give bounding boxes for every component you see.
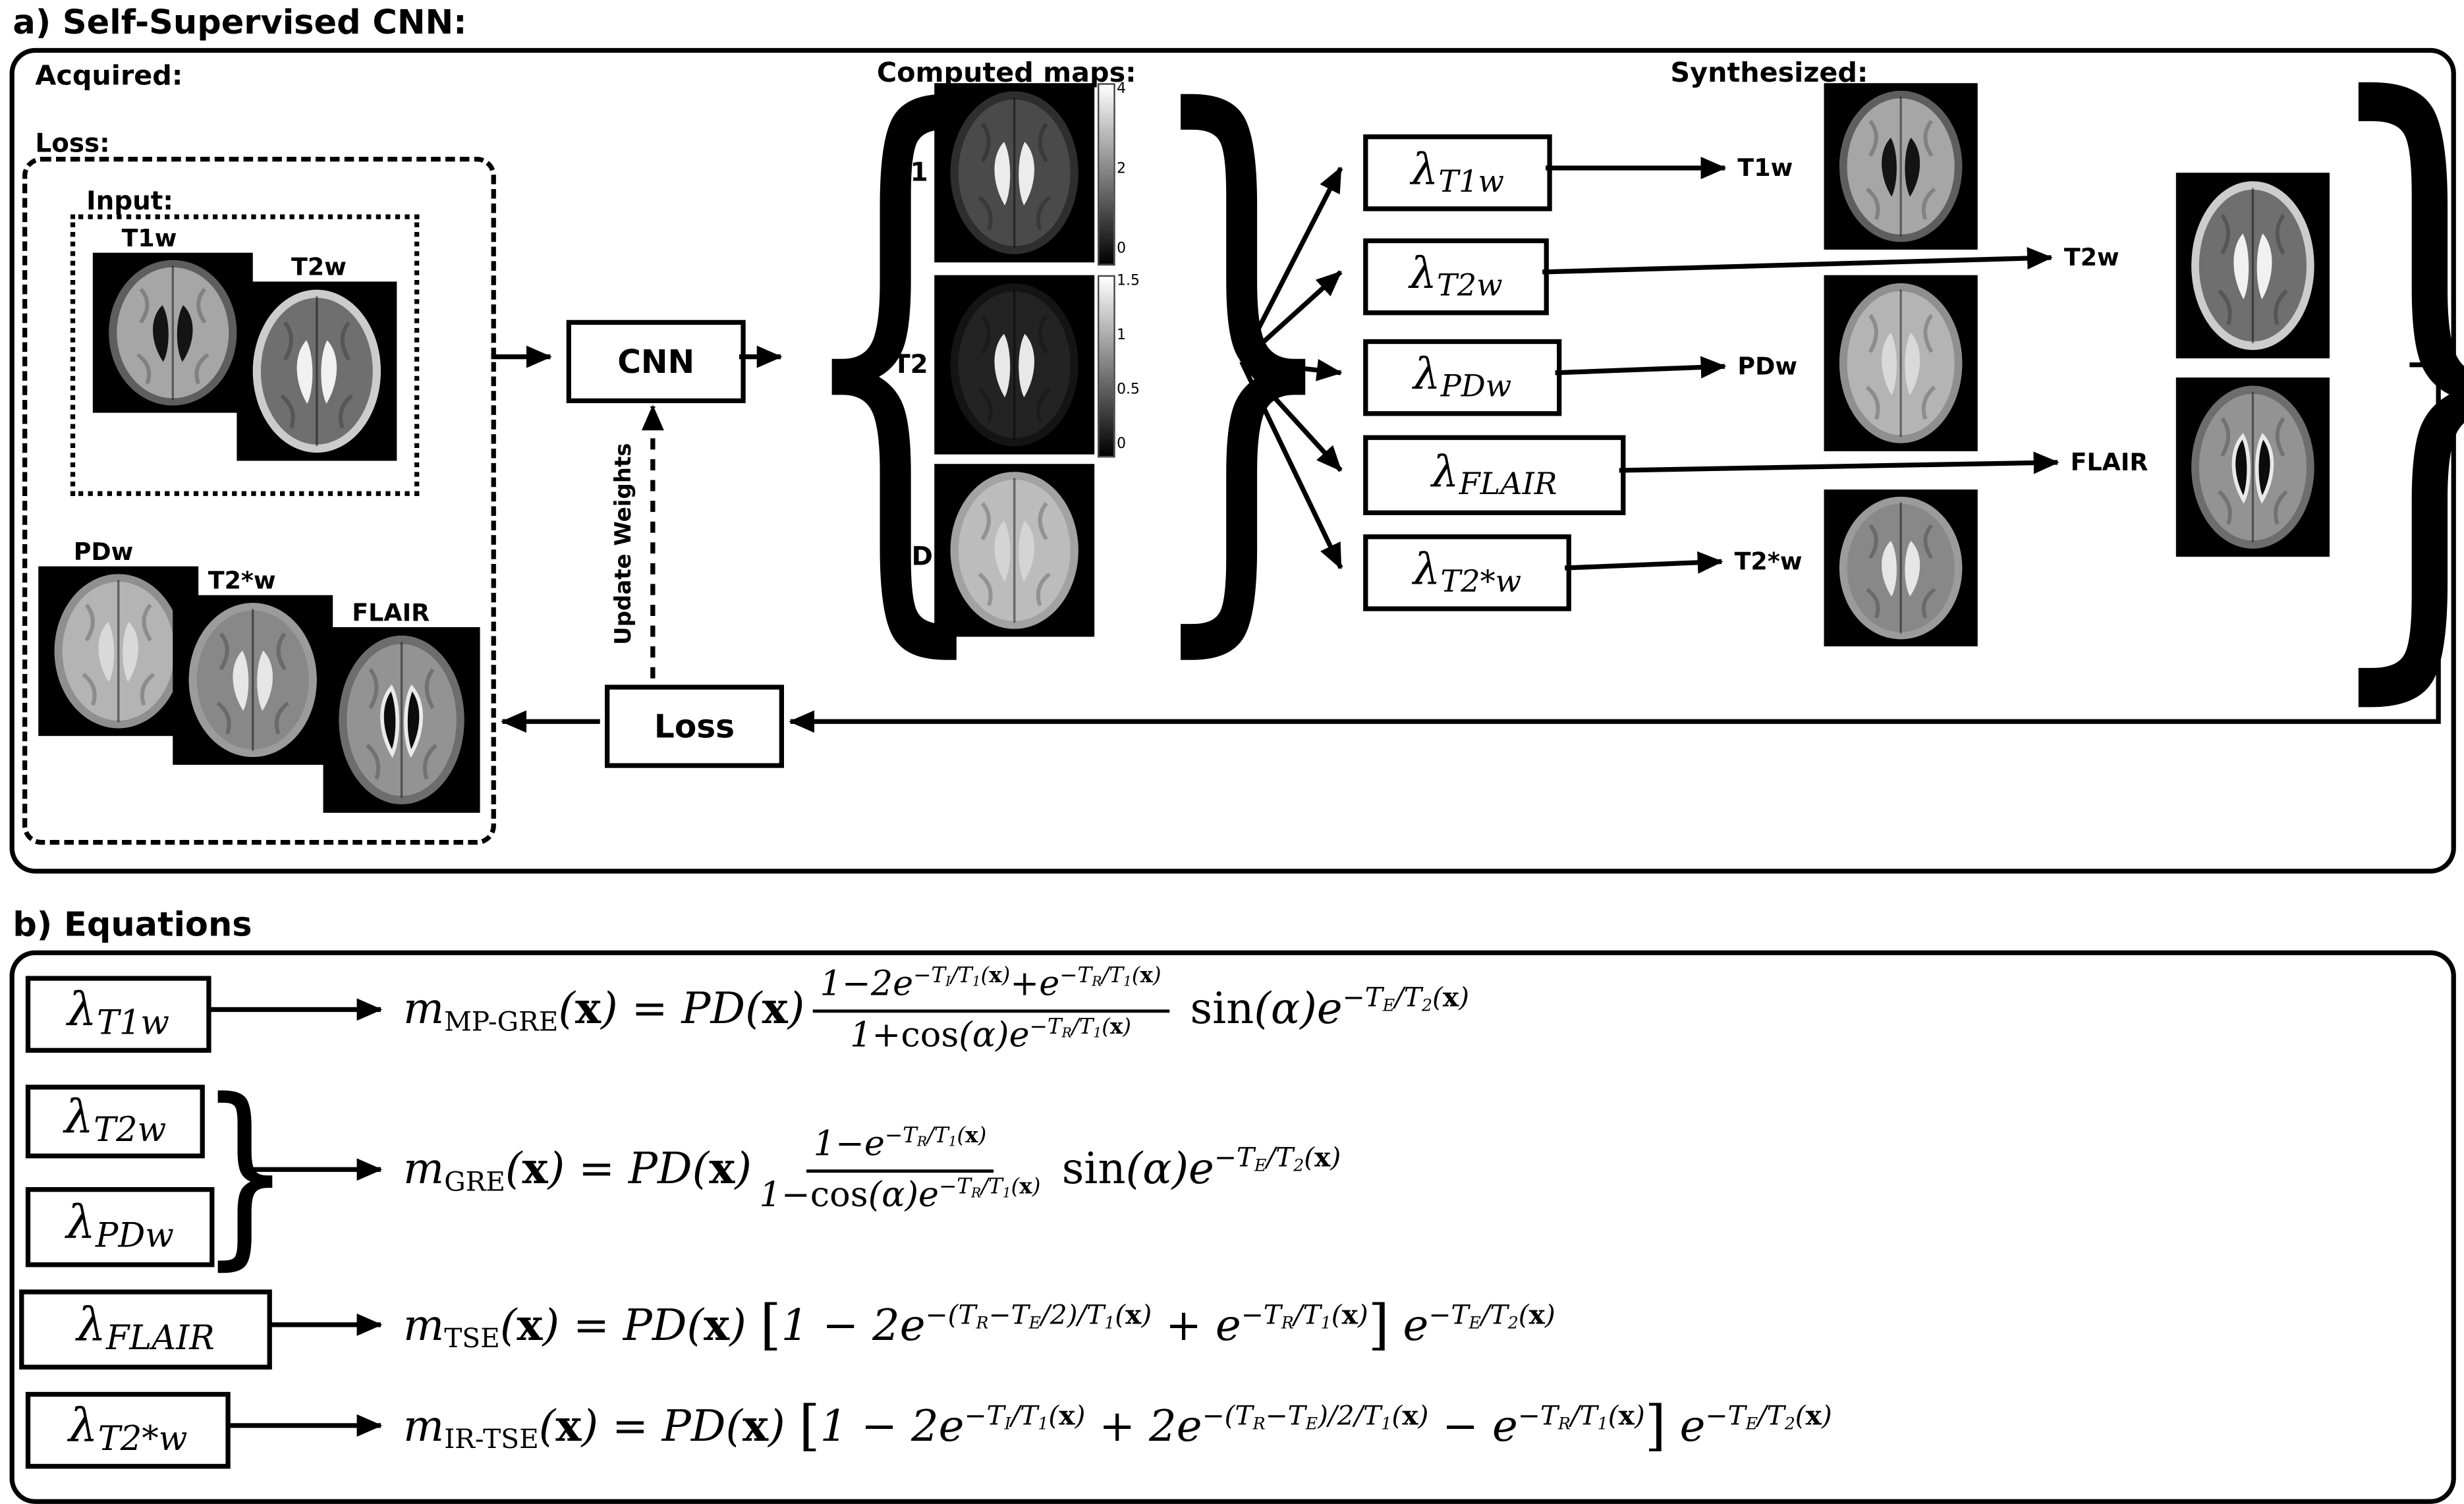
lambda-t2w-subscript: T2w — [1436, 267, 1503, 303]
map-t2-image — [934, 275, 1095, 455]
eq-lambda-t1w-subscript: T1w — [96, 1004, 170, 1043]
panel-b-title: b) Equations — [13, 905, 252, 944]
lambda-flair-box: λFLAIR — [1363, 435, 1626, 515]
lambda-t1w-symbol: λ — [1411, 145, 1439, 195]
lambda-t2w-box: λT2w — [1363, 238, 1549, 316]
map-pd-image — [934, 464, 1095, 637]
eq-lambda-flair-box: λFLAIR — [19, 1289, 272, 1370]
map-t1-label: T1 — [893, 156, 928, 188]
acquired-t2sw-image — [173, 595, 333, 765]
lambda-t2sw-symbol: λ — [1413, 545, 1441, 595]
eq-lambda-t1w-symbol: λ — [67, 983, 97, 1038]
eq-lambda-t2sw-subscript: T2*w — [98, 1420, 188, 1459]
map-t1-tick-min: 0 — [1117, 241, 1127, 258]
update-weights-label: Update Weights — [611, 443, 637, 645]
synth-flair-image — [2175, 377, 2330, 557]
equation-ir-tse: mIR-TSE(x) = PD(x) [1 − 2e−TI/T1(x) + 2e… — [403, 1394, 1832, 1457]
synth-t2w-label: T2w — [2063, 243, 2119, 272]
map-t2-tick-4: 0 — [1117, 436, 1127, 453]
map-t2-tick-1: 1.5 — [1117, 273, 1140, 290]
cnn-node: CNN — [566, 320, 746, 403]
loss-region-label: Loss: — [35, 128, 110, 159]
synth-pdw-image — [1824, 275, 1978, 451]
eq-lambda-t2w-subscript: T2w — [94, 1111, 167, 1150]
synth-t1w-image — [1824, 83, 1978, 250]
eq-lambda-pdw-symbol: λ — [66, 1196, 96, 1250]
loss-region-box — [22, 156, 496, 845]
synth-t2sw-image — [1824, 489, 1978, 647]
lambda-flair-symbol: λ — [1432, 447, 1459, 497]
eq-lambda-t2sw-symbol: λ — [69, 1399, 98, 1454]
eq-lambda-flair-symbol: λ — [76, 1298, 107, 1353]
map-t2-tick-3: 0.5 — [1117, 382, 1140, 399]
acquired-pdw-image — [38, 566, 199, 737]
eq-lambda-t2w-box: λT2w — [25, 1084, 205, 1159]
synth-pdw-label: PDw — [1737, 352, 1798, 381]
acquired-pdw-label: PDw — [73, 537, 134, 567]
map-t1-tick-mid: 2 — [1117, 161, 1127, 178]
acquired-t2sw-label: T2*w — [208, 566, 276, 596]
acquired-t1w-label: T1w — [121, 223, 177, 253]
panel-a-title: a) Self-Supervised CNN: — [13, 3, 467, 42]
panel-b-box — [9, 950, 2456, 1504]
eq-lambda-t1w-box: λT1w — [25, 976, 211, 1053]
map-t2-colorbar — [1097, 275, 1115, 458]
map-t1-image — [934, 83, 1095, 263]
lambda-t1w-subscript: T1w — [1438, 163, 1505, 200]
map-t1-tick-max: 4 — [1117, 81, 1127, 98]
lambda-pdw-box: λPDw — [1363, 339, 1562, 416]
acquired-label: Acquired: — [35, 61, 183, 93]
map-t2-tick-2: 1 — [1117, 327, 1127, 345]
lambda-pdw-symbol: λ — [1413, 349, 1441, 400]
acquired-flair-label: FLAIR — [352, 598, 430, 627]
map-t1-colorbar — [1097, 83, 1115, 266]
eq-lambda-flair-subscript: FLAIR — [106, 1319, 215, 1358]
lambda-pdw-subscript: PDw — [1440, 368, 1512, 404]
eq-row2-close-brace: } — [201, 1059, 290, 1287]
lambda-t2w-symbol: λ — [1409, 248, 1437, 299]
eq-lambda-pdw-subscript: PDw — [96, 1217, 174, 1256]
eq-lambda-t2sw-box: λT2*w — [25, 1391, 231, 1469]
acquired-t2w-label: T2w — [291, 252, 347, 282]
lambda-flair-subscript: FLAIR — [1459, 466, 1557, 502]
eq-lambda-pdw-box: λPDw — [25, 1186, 215, 1267]
synth-flair-label: FLAIR — [2070, 447, 2148, 477]
input-label: Input: — [86, 185, 173, 216]
lambda-t2sw-subscript: T2*w — [1440, 563, 1522, 599]
synth-t1w-label: T1w — [1737, 153, 1793, 182]
synth-t2sw-label: T2*w — [1734, 547, 1803, 576]
loss-node: Loss — [604, 684, 784, 768]
acquired-t2w-image — [237, 281, 397, 461]
eq-lambda-t2w-symbol: λ — [64, 1090, 94, 1145]
equation-mp-gre: mMP-GRE(x) = PD(x)1−2e−TI/T1(x)+e−TR/T1(… — [403, 962, 1469, 1057]
acquired-t1w-image — [92, 252, 253, 413]
computed-maps-close-brace: } — [1141, 0, 1345, 703]
lambda-t2sw-box: λT2*w — [1363, 534, 1571, 611]
equation-gre: mGRE(x) = PD(x)1−e−TR/T1(x)1−cos(α)e−TR/… — [403, 1123, 1341, 1217]
lambda-t1w-box: λT1w — [1363, 134, 1552, 211]
equation-tse: mTSE(x) = PD(x) [1 − 2e−(TR−TE/2)/T1(x) … — [403, 1293, 1555, 1356]
acquired-flair-image — [323, 627, 480, 813]
synth-t2w-image — [2175, 173, 2330, 358]
input-box — [70, 214, 420, 496]
synthesized-close-brace: } — [2312, 26, 2464, 702]
